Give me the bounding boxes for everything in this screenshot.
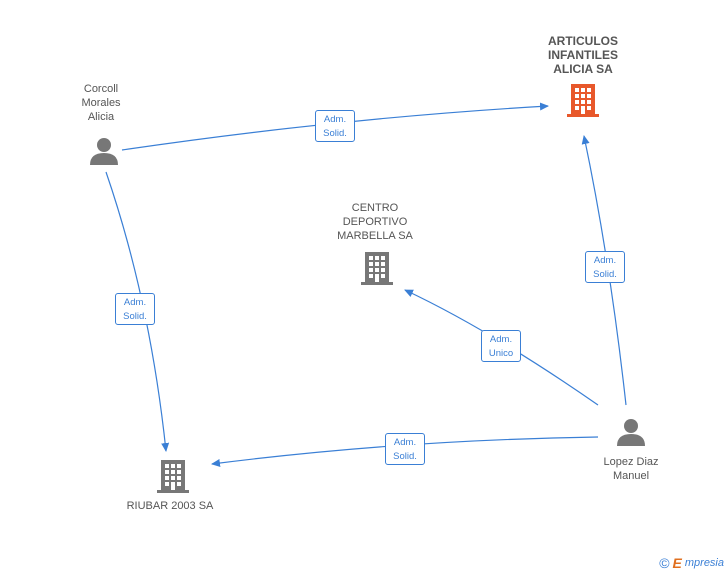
brand-logo-initial: E xyxy=(672,555,682,571)
node-label-corcoll: Corcoll Morales Alicia xyxy=(81,83,121,123)
node-label-centro: CENTRO DEPORTIVO MARBELLA SA xyxy=(337,202,413,242)
copyright-symbol: © xyxy=(659,555,670,571)
building-icon[interactable] xyxy=(360,250,394,286)
building-icon[interactable] xyxy=(566,82,600,118)
edge-label-corcoll-riubar[interactable]: Adm. Solid. xyxy=(115,293,155,325)
brand-logo-text: mpresia xyxy=(684,557,724,569)
person-icon[interactable] xyxy=(88,136,120,166)
node-label-riubar: RIUBAR 2003 SA xyxy=(126,500,214,512)
edge-label-lopez-riubar[interactable]: Adm. Solid. xyxy=(385,433,425,465)
person-icon[interactable] xyxy=(615,417,647,447)
edge-label-lopez-articulos[interactable]: Adm. Solid. xyxy=(585,251,625,283)
node-label-articulos: ARTICULOS INFANTILES ALICIA SA xyxy=(547,34,618,76)
edge-label-corcoll-articulos[interactable]: Adm. Solid. xyxy=(315,110,355,142)
edge-label-lopez-centro[interactable]: Adm. Unico xyxy=(481,330,521,362)
building-icon[interactable] xyxy=(156,458,190,494)
node-label-lopez: Lopez Diaz Manuel xyxy=(603,456,659,482)
